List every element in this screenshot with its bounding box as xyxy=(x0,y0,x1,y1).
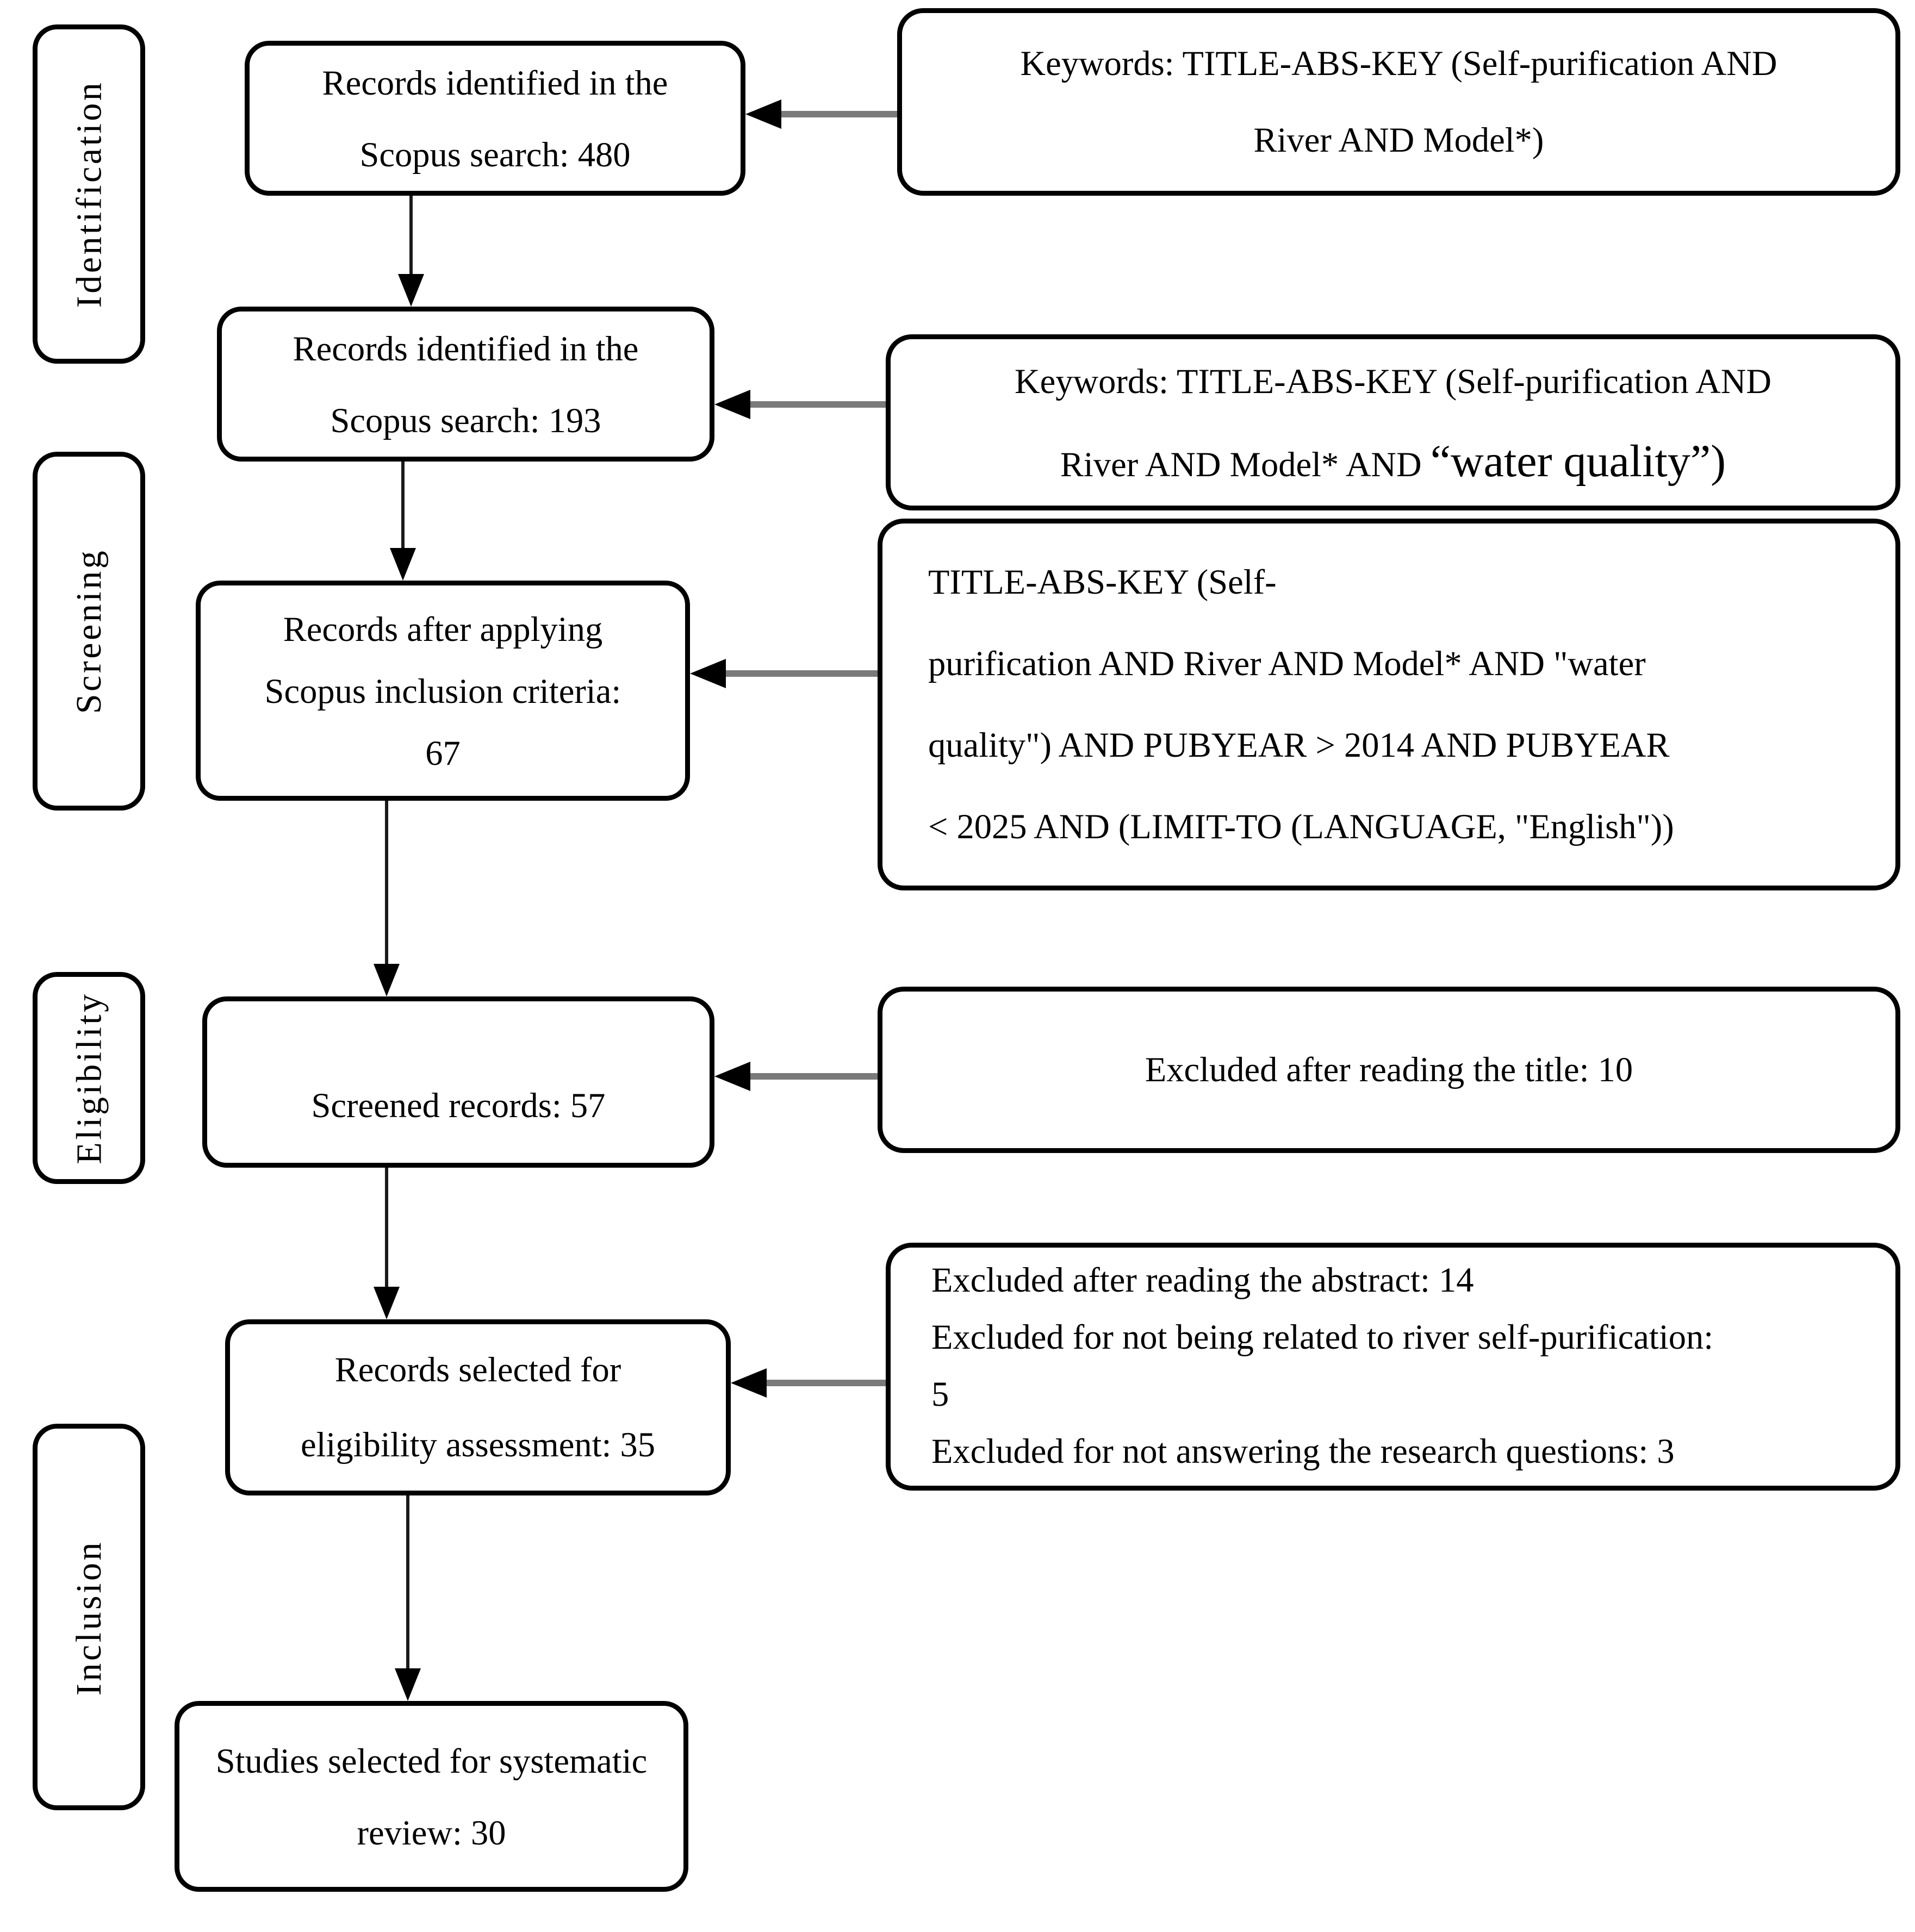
note-box-keywords-1: Keywords: TITLE-ABS-KEY (Self-purificati… xyxy=(897,8,1900,196)
flow-line: 67 xyxy=(425,733,461,772)
note-line-prefix: River AND Model* AND xyxy=(1060,444,1431,484)
arrow-down-5-shaft xyxy=(406,1495,409,1668)
stage-box-inclusion: Inclusion xyxy=(33,1424,145,1810)
arrow-down-4-head xyxy=(374,1287,400,1319)
arrow-left-4-shaft xyxy=(750,1073,878,1080)
arrow-left-4-head xyxy=(714,1062,750,1091)
arrow-left-5-head xyxy=(731,1368,767,1398)
arrow-left-5-shaft xyxy=(767,1380,886,1386)
stage-label-eligibility: Eligibility xyxy=(67,992,109,1164)
flow-box-screened-57-text: Screened records: 57 xyxy=(207,1086,710,1163)
stage-label-inclusion: Inclusion xyxy=(67,1539,109,1695)
arrow-down-4-shaft xyxy=(385,1168,388,1287)
flow-line: Records after applying xyxy=(283,609,603,649)
note-line-emphasis: “water quality”) xyxy=(1430,436,1726,487)
note-box-scopus-criteria-text: TITLE-ABS-KEY (Self- purification AND Ri… xyxy=(882,541,1895,868)
flow-box-inclusion-criteria-67: Records after applying Scopus inclusion … xyxy=(196,581,690,801)
stage-label-screening: Screening xyxy=(67,548,109,714)
flow-box-inclusion-criteria-67-text: Records after applying Scopus inclusion … xyxy=(201,598,685,784)
note-line: Excluded after reading the title: 10 xyxy=(1145,1049,1633,1089)
note-box-keywords-1-text: Keywords: TITLE-ABS-KEY (Self-purificati… xyxy=(902,26,1895,179)
flow-box-records-193-text: Records identified in the Scopus search:… xyxy=(222,313,710,456)
flow-line: Records selected for xyxy=(334,1350,621,1389)
arrow-down-1-head xyxy=(398,274,424,307)
note-line: Keywords: TITLE-ABS-KEY (Self-purificati… xyxy=(1020,43,1777,83)
arrow-down-1-shaft xyxy=(409,196,413,274)
flow-line: Scopus search: 480 xyxy=(359,134,631,174)
note-line: quality") AND PUBYEAR > 2014 AND PUBYEAR xyxy=(928,726,1670,765)
flow-box-screened-57: Screened records: 57 xyxy=(202,996,714,1168)
flow-box-eligibility-35: Records selected for eligibility assessm… xyxy=(225,1319,731,1495)
note-line: Excluded for not being related to river … xyxy=(931,1318,1714,1357)
arrow-down-3-head xyxy=(374,964,400,996)
flow-line: Records identified in the xyxy=(322,63,668,102)
note-line: < 2025 AND (LIMIT-TO (LANGUAGE, "English… xyxy=(928,807,1674,846)
note-box-keywords-2-text: Keywords: TITLE-ABS-KEY (Self-purificati… xyxy=(891,340,1895,505)
note-box-keywords-2: Keywords: TITLE-ABS-KEY (Self-purificati… xyxy=(886,334,1900,510)
arrow-left-1-head xyxy=(745,99,781,129)
note-line: purification AND River AND Model* AND "w… xyxy=(928,644,1646,683)
flow-box-records-193: Records identified in the Scopus search:… xyxy=(217,307,714,462)
note-box-excluded-title: Excluded after reading the title: 10 xyxy=(878,987,1900,1153)
arrow-left-1-shaft xyxy=(781,111,897,117)
flow-line: Screened records: 57 xyxy=(311,1086,606,1125)
arrow-down-2-head xyxy=(390,548,416,581)
arrow-left-3-head xyxy=(690,659,726,688)
note-box-scopus-criteria: TITLE-ABS-KEY (Self- purification AND Ri… xyxy=(878,519,1900,890)
arrow-down-5-head xyxy=(395,1668,421,1701)
flow-box-records-480-text: Records identified in the Scopus search:… xyxy=(250,47,741,190)
note-line: Excluded after reading the abstract: 14 xyxy=(931,1261,1474,1300)
note-line: River AND Model* AND “water quality”) xyxy=(891,422,1895,505)
note-line: River AND Model*) xyxy=(1253,120,1544,159)
stage-box-identification: Identification xyxy=(33,24,145,364)
note-line: Keywords: TITLE-ABS-KEY (Self-purificati… xyxy=(1015,361,1771,401)
note-line: Excluded for not answering the research … xyxy=(931,1432,1675,1471)
flow-box-records-480: Records identified in the Scopus search:… xyxy=(245,41,745,196)
stage-box-screening: Screening xyxy=(33,452,145,811)
arrow-left-2-head xyxy=(714,390,750,419)
arrow-left-2-shaft xyxy=(750,401,886,408)
note-box-excluded-title-text: Excluded after reading the title: 10 xyxy=(882,1050,1895,1090)
flow-line: eligibility assessment: 35 xyxy=(300,1425,656,1464)
flow-line: Studies selected for systematic xyxy=(215,1741,648,1780)
flow-line: review: 30 xyxy=(357,1812,506,1852)
arrow-down-2-shaft xyxy=(401,462,405,548)
flow-line: Scopus search: 193 xyxy=(330,400,601,440)
flow-box-eligibility-35-text: Records selected for eligibility assessm… xyxy=(230,1332,726,1482)
note-box-excluded-detail: Excluded after reading the abstract: 14 … xyxy=(886,1243,1900,1491)
stage-box-eligibility: Eligibility xyxy=(33,972,145,1184)
note-line: TITLE-ABS-KEY (Self- xyxy=(928,563,1277,602)
flow-box-systematic-review-30: Studies selected for systematic review: … xyxy=(175,1701,688,1892)
flow-line: Scopus inclusion criteria: xyxy=(264,671,621,711)
note-line: 5 xyxy=(931,1375,949,1414)
flow-box-systematic-review-30-text: Studies selected for systematic review: … xyxy=(179,1725,683,1868)
arrow-left-3-shaft xyxy=(726,670,878,677)
arrow-down-3-shaft xyxy=(385,801,388,964)
flow-line: Records identified in the xyxy=(293,328,639,368)
note-box-excluded-detail-text: Excluded after reading the abstract: 14 … xyxy=(891,1252,1895,1481)
stage-label-identification: Identification xyxy=(67,80,109,308)
